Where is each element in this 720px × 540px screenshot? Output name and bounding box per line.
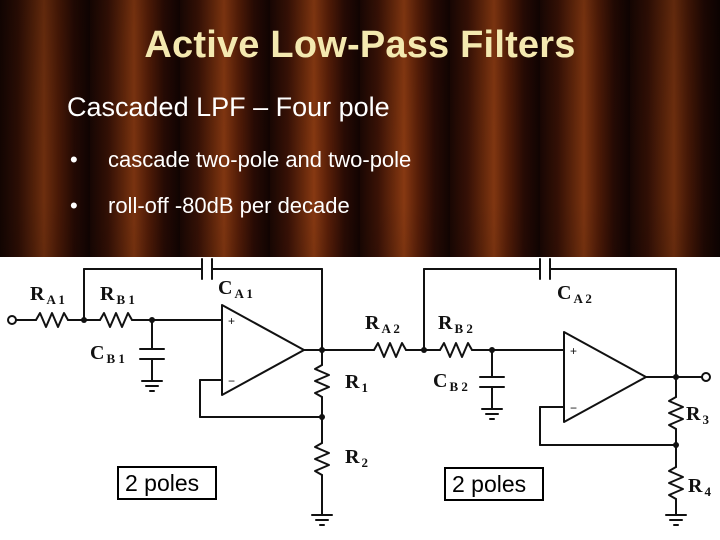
stage1-poles-label: 2 poles: [117, 466, 217, 500]
junction-dot: [489, 347, 495, 353]
resistor-rb2: [439, 342, 473, 358]
output-terminal: [701, 372, 711, 382]
opamp2-minus: −: [570, 401, 577, 415]
bullet-text: roll-off -80dB per decade: [108, 193, 350, 218]
bullet-dot: •: [70, 147, 78, 172]
input-terminal: [7, 315, 17, 325]
op-amp-1: [221, 304, 305, 396]
slide-subtitle: Cascaded LPF – Four pole: [67, 92, 390, 122]
bullet-dot: •: [70, 193, 78, 218]
opamp1-minus: −: [228, 374, 235, 388]
junction-dot: [319, 414, 325, 420]
junction-dot: [421, 347, 427, 353]
resistor-ra2: [373, 342, 407, 358]
slide-title: Active Low-Pass Filters: [144, 24, 576, 66]
resistor-ra1: [35, 312, 69, 328]
circuit-schematic: + − + − RA 1 RB 1 CA 1 CB 1 RA 2 RB 2 CA…: [7, 258, 711, 526]
junction-dot: [319, 347, 325, 353]
junction-dot: [673, 374, 679, 380]
junction-dot: [149, 317, 155, 323]
opamp1-plus: +: [228, 314, 235, 328]
resistor-r1: [314, 364, 330, 398]
resistor-r4: [668, 466, 684, 500]
bullet-text: cascade two-pole and two-pole: [108, 147, 412, 172]
bullet-item: • roll-off -80dB per decade: [70, 193, 350, 219]
bullet-item: • cascade two-pole and two-pole: [70, 147, 411, 173]
junction-dot: [81, 317, 87, 323]
resistor-rb1: [99, 312, 133, 328]
resistor-r2: [314, 442, 330, 476]
resistor-r3: [668, 396, 684, 430]
opamp2-plus: +: [570, 344, 577, 358]
stage2-poles-label: 2 poles: [444, 467, 544, 501]
op-amp-2: [563, 331, 647, 423]
junction-dot: [673, 442, 679, 448]
